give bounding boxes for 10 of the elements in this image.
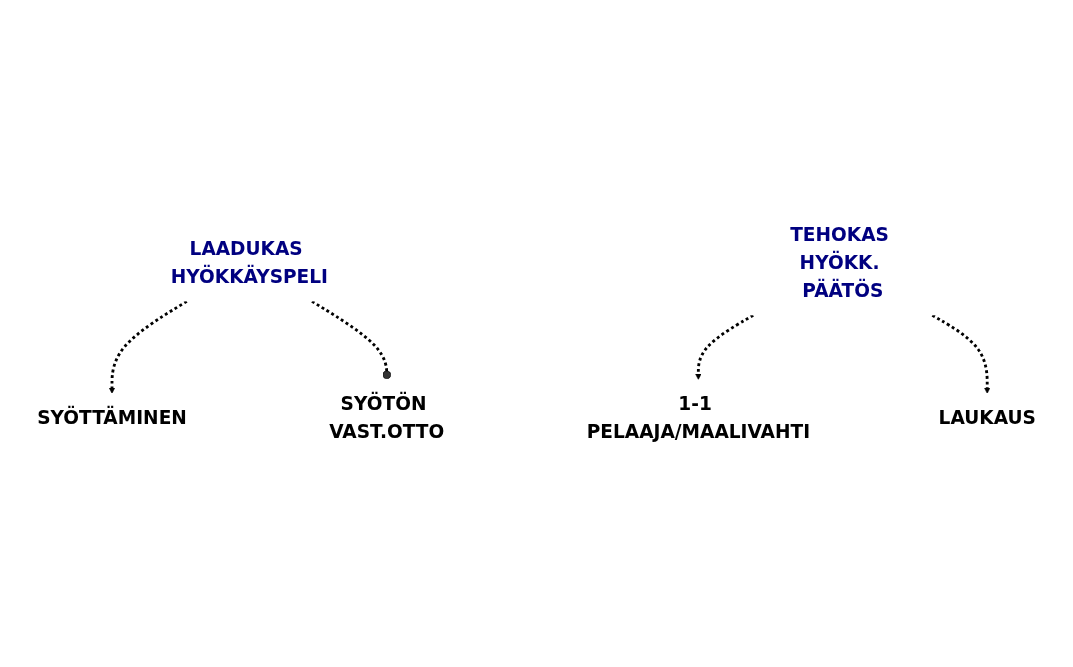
arrow: [695, 314, 754, 380]
node-text: LAADUKAS HYÖKKÄYSPELI: [170, 237, 329, 288]
node-text: 1-1 PELAAJA/MAALIVAHTI: [586, 393, 811, 443]
node-text: TEHOKAS HYÖKK. PÄÄTÖS: [790, 223, 889, 302]
arrow: [108, 300, 188, 394]
arrow: [931, 314, 991, 394]
node-text: SYÖTÖN VAST.OTTO: [329, 393, 445, 443]
connector: [311, 300, 392, 380]
node-text: SYÖTTÄMINEN: [37, 407, 187, 429]
node-text: LAUKAUS: [938, 407, 1036, 429]
